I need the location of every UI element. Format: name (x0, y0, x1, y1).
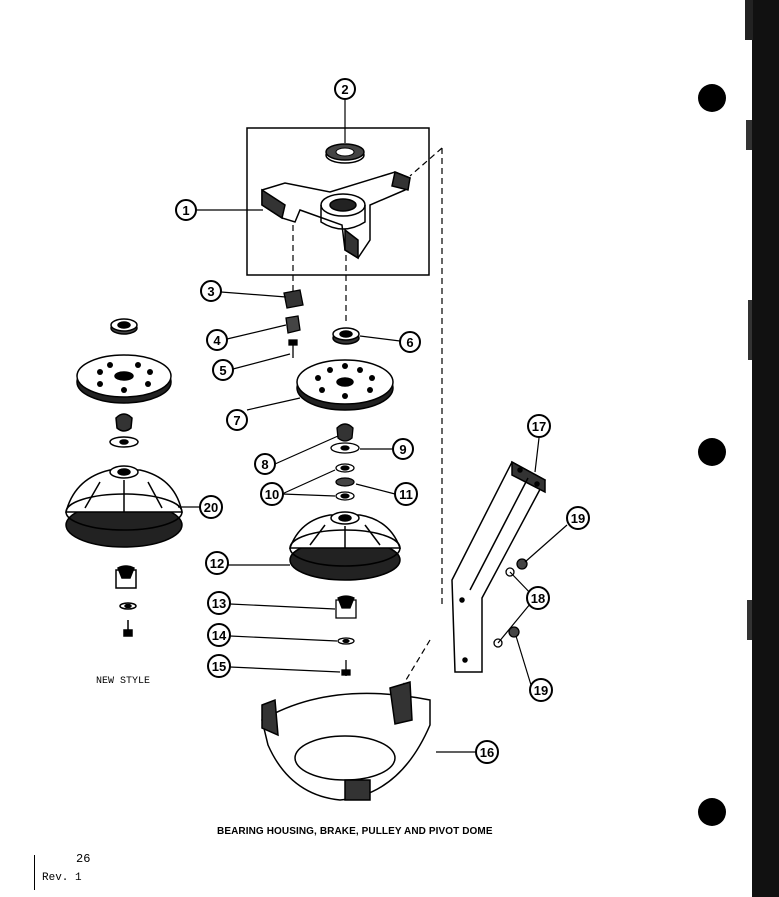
punch-hole-top (698, 84, 726, 112)
callout-17 (527, 414, 551, 438)
punch-hole-bottom (698, 798, 726, 826)
svg-text:5: 5 (219, 363, 226, 378)
callout-8 (254, 453, 276, 475)
bearing-housing-part (261, 170, 411, 260)
svg-text:17: 17 (532, 419, 546, 434)
seal-part (332, 327, 360, 345)
brake-parts (283, 289, 304, 358)
svg-text:19: 19 (571, 511, 585, 526)
callout-19b (529, 678, 553, 702)
svg-text:12: 12 (210, 556, 224, 571)
svg-text:4: 4 (213, 333, 221, 348)
callout-16 (475, 740, 499, 764)
housing-frame-box (246, 127, 430, 276)
callout-19a (566, 506, 590, 530)
callout-20 (199, 495, 223, 519)
bracket-screws (493, 558, 528, 648)
diagram-caption: BEARING HOUSING, BRAKE, PULLEY AND PIVOT… (217, 826, 493, 837)
svg-text:7: 7 (233, 413, 240, 428)
bracket-part (451, 460, 547, 673)
callout-2 (334, 78, 356, 100)
pulley-part (296, 359, 394, 411)
revision-label: Rev. 1 (42, 872, 82, 884)
callout-1 (175, 199, 197, 221)
svg-text:2: 2 (341, 82, 348, 97)
svg-text:3: 3 (207, 284, 214, 299)
svg-text:10: 10 (265, 487, 279, 502)
callout-11 (394, 482, 418, 506)
svg-text:1: 1 (182, 203, 189, 218)
washer-stack (330, 423, 360, 501)
svg-text:8: 8 (261, 457, 268, 472)
svg-text:6: 6 (406, 335, 413, 350)
svg-text:9: 9 (399, 442, 406, 457)
callout-6 (399, 331, 421, 353)
callout-5 (212, 359, 234, 381)
callout-15 (207, 654, 231, 678)
svg-text:13: 13 (212, 596, 226, 611)
punch-hole-middle (698, 438, 726, 466)
new-style-label: NEW STYLE (96, 676, 151, 687)
callout-14 (207, 623, 231, 647)
svg-text:19: 19 (534, 683, 548, 698)
callout-3 (200, 280, 222, 302)
brake-drum-part (288, 511, 402, 581)
callout-4 (206, 329, 228, 351)
assembly-lines (292, 147, 443, 691)
scan-edge (745, 0, 779, 897)
svg-text:16: 16 (480, 745, 494, 760)
callout-9 (392, 438, 414, 460)
bearing-part (325, 143, 365, 164)
callout-13 (207, 591, 231, 615)
page-number: 26 (76, 852, 91, 866)
leader-lines (178, 99, 568, 753)
callout-10 (260, 482, 284, 506)
callout-numbers: 2 1 3 4 5 6 7 8 9 10 11 12 13 14 15 16 1… (182, 82, 585, 760)
pivot-dome-part (261, 681, 431, 801)
callout-12 (205, 551, 229, 575)
svg-text:15: 15 (212, 659, 226, 674)
svg-text:18: 18 (531, 591, 545, 606)
callout-7 (226, 409, 248, 431)
svg-text:20: 20 (204, 500, 218, 515)
callout-18 (526, 586, 550, 610)
callout-circles (175, 78, 590, 764)
new-style-assembly (65, 318, 183, 637)
svg-text:14: 14 (212, 628, 227, 643)
bottom-fasteners (335, 595, 357, 676)
svg-text:11: 11 (399, 487, 413, 502)
margin-bar (34, 855, 35, 890)
